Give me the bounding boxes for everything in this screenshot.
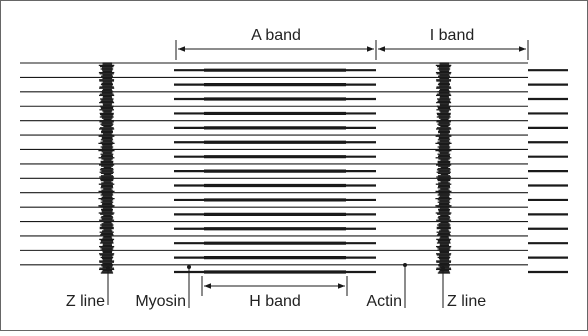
z-line-right bbox=[435, 62, 452, 274]
i-band-label: I band bbox=[430, 27, 474, 44]
z-line-layer bbox=[98, 62, 452, 274]
z-line-left bbox=[98, 62, 115, 274]
actin-label: Actin bbox=[366, 293, 402, 310]
a-band-label: A band bbox=[251, 27, 301, 44]
h-band-label: H band bbox=[249, 293, 301, 310]
z-line-right-label: Z line bbox=[447, 293, 486, 310]
z-line-left-label: Z line bbox=[66, 293, 105, 310]
myosin-label: Myosin bbox=[135, 293, 186, 310]
filament-layer bbox=[20, 62, 568, 274]
